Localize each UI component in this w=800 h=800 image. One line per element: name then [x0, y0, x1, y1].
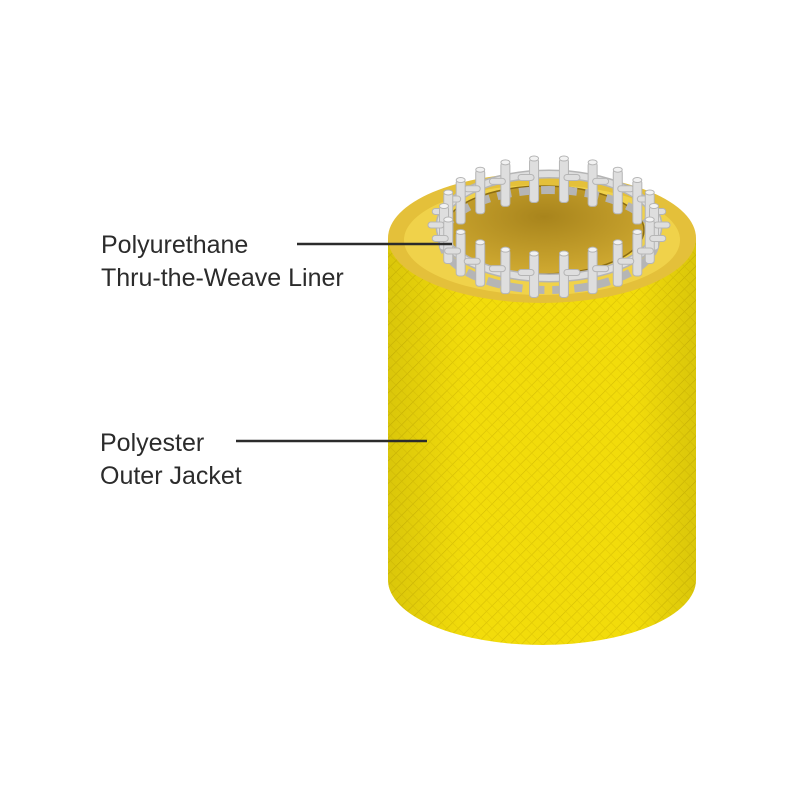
thru-the-weave-liner — [427, 155, 671, 299]
liner-fiber-cap — [587, 159, 598, 166]
liner-fiber-cap — [475, 239, 486, 246]
liner-fiber-cap — [500, 246, 511, 253]
liner-cross-strand — [488, 265, 506, 273]
liner-fiber-cap — [649, 203, 659, 209]
liner-cross-strand — [431, 235, 449, 243]
liner-fiber-cap — [500, 159, 511, 166]
liner-fiber-cap — [439, 203, 449, 209]
liner-fiber-cap — [558, 250, 569, 257]
liner-fiber-cap — [529, 250, 540, 257]
liner-fiber-cap — [632, 177, 643, 184]
liner-fiber-cap — [455, 177, 466, 184]
liner-cross-strand — [563, 173, 581, 181]
liner-fiber-cap — [644, 216, 655, 223]
liner-cross-strand — [617, 257, 635, 265]
liner-cross-strand — [427, 221, 445, 229]
liner-cross-strand — [463, 257, 481, 265]
liner-fiber-cap — [558, 155, 569, 162]
liner-cross-strand — [653, 221, 671, 229]
liner-fiber-cap — [475, 166, 486, 173]
outer-jacket — [388, 238, 696, 645]
liner-label: Polyurethane Thru-the-Weave Liner — [101, 229, 344, 295]
liner-cross-strand — [463, 185, 481, 193]
jacket-label-line1: Polyester — [100, 429, 205, 457]
liner-label-line1: Polyurethane — [101, 231, 249, 259]
liner-fiber-cap — [632, 228, 643, 235]
liner-fiber-cap — [443, 189, 454, 196]
liner-cross-strand — [517, 173, 535, 181]
liner-cross-strand — [563, 269, 581, 277]
liner-fiber-cap — [443, 216, 454, 223]
liner-label-line2: Thru-the-Weave Liner — [101, 264, 344, 292]
liner-cross-strand — [617, 185, 635, 193]
liner-cross-strand — [444, 247, 462, 255]
jacket-label-line2: Outer Jacket — [100, 462, 242, 490]
liner-fiber-cap — [644, 189, 655, 196]
liner-cross-strand — [649, 235, 667, 243]
liner-fiber-cap — [455, 228, 466, 235]
liner-cross-strand — [636, 247, 654, 255]
liner-cross-strand — [488, 177, 506, 185]
liner-fiber-cap — [612, 166, 623, 173]
liner-fiber-cap — [529, 155, 540, 162]
liner-fiber-cap — [587, 246, 598, 253]
liner-fiber-cap — [612, 239, 623, 246]
liner-cross-strand — [592, 177, 610, 185]
liner-cross-strand — [592, 265, 610, 273]
jacket-label: Polyester Outer Jacket — [100, 427, 242, 493]
liner-cross-strand — [517, 269, 535, 277]
